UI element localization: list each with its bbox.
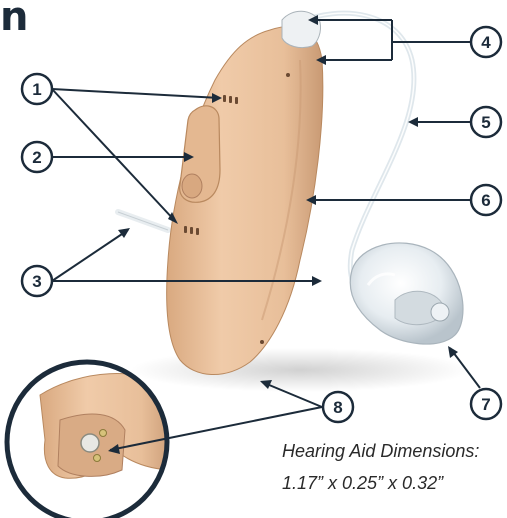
hearing-aid-body — [167, 11, 323, 374]
svg-text:7: 7 — [481, 395, 490, 414]
svg-text:8: 8 — [333, 398, 342, 417]
svg-text:6: 6 — [481, 191, 490, 210]
callout-8: 8 — [323, 392, 353, 422]
dimensions-label: Hearing Aid Dimensions: — [282, 441, 479, 462]
dome-ear-tip — [350, 243, 463, 344]
svg-text:3: 3 — [32, 272, 41, 291]
callout-2: 2 — [22, 142, 52, 172]
svg-text:4: 4 — [481, 33, 491, 52]
charging-contacts-inset — [7, 362, 175, 518]
svg-text:1: 1 — [32, 80, 41, 99]
svg-text:5: 5 — [481, 113, 490, 132]
callout-3: 3 — [22, 266, 52, 296]
callout-5: 5 — [471, 107, 501, 137]
callout-6: 6 — [471, 185, 501, 215]
svg-text:2: 2 — [32, 148, 41, 167]
dimensions-value: 1.17” x 0.25” x 0.32” — [282, 473, 443, 494]
callout-4: 4 — [471, 27, 501, 57]
callout-7: 7 — [471, 389, 501, 419]
callout-1: 1 — [22, 74, 52, 104]
